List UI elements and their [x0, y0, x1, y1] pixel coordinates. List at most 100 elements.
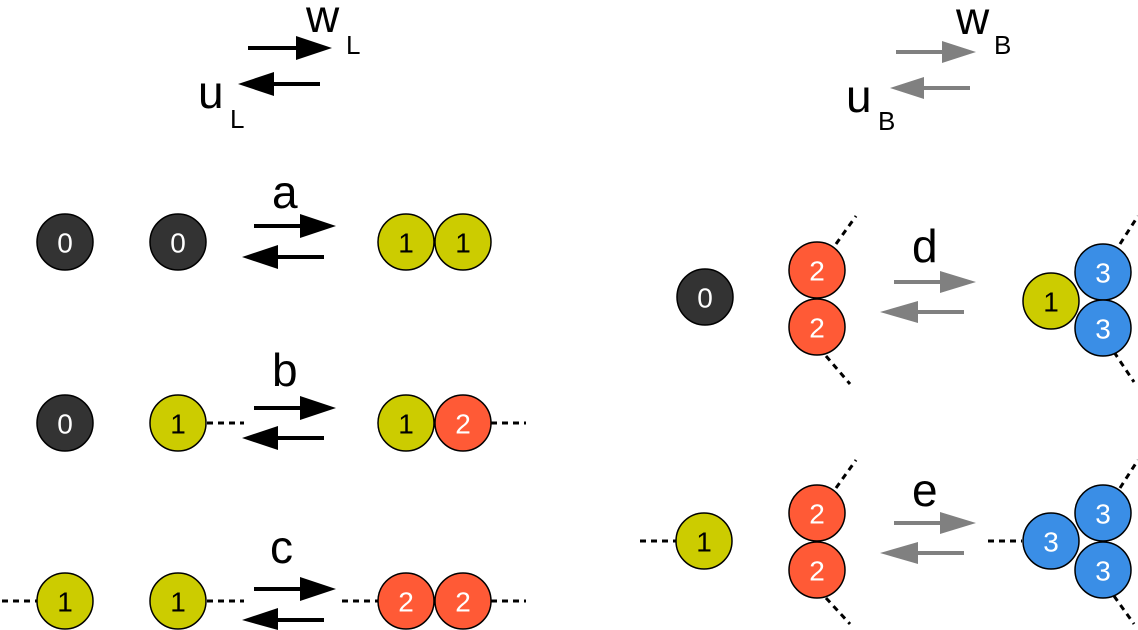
state-circle	[676, 268, 734, 326]
state-circle	[149, 213, 207, 271]
bond-dashed	[834, 215, 858, 245]
state-number: 1	[455, 228, 471, 259]
state-circle	[788, 541, 846, 599]
state-circle	[36, 572, 94, 630]
state-number: 1	[398, 228, 414, 259]
state-number: 3	[1095, 499, 1111, 530]
backward-arrow-uB	[890, 77, 970, 99]
state-node: 1	[377, 394, 435, 452]
state-circle	[1022, 512, 1080, 570]
state-node: 1	[149, 394, 207, 452]
forward-arrow	[894, 512, 976, 534]
state-node: 1	[675, 512, 733, 570]
bond-dashed	[1112, 595, 1136, 625]
forward-arrow-wB	[896, 41, 976, 63]
state-number: 1	[696, 527, 712, 558]
legend-right: w B u B	[846, 0, 1011, 136]
state-node: 0	[36, 394, 94, 452]
state-number: 3	[1095, 314, 1111, 345]
forward-arrow	[254, 577, 336, 601]
state-node: 2	[434, 394, 492, 452]
state-circle	[377, 572, 435, 630]
state-node: 0	[676, 268, 734, 326]
state-number: 2	[809, 556, 825, 587]
state-node: 2	[377, 572, 435, 630]
state-node: 3	[1074, 299, 1132, 357]
state-circle	[434, 213, 492, 271]
state-node: 1	[36, 572, 94, 630]
state-node: 2	[788, 484, 846, 542]
state-node: 3	[1074, 243, 1132, 301]
state-circle	[1074, 299, 1132, 357]
state-circle	[788, 298, 846, 356]
state-number: 2	[809, 313, 825, 344]
reaction-a-label: a	[272, 166, 298, 218]
state-number: 1	[398, 409, 414, 440]
backward-arrow	[242, 245, 324, 269]
state-circle	[377, 213, 435, 271]
state-circle	[377, 394, 435, 452]
bond-dashed	[834, 459, 858, 489]
backward-arrow-uL	[238, 72, 320, 96]
reaction-c: c 1 1 2 2	[2, 521, 526, 630]
uL-label: u	[198, 66, 224, 118]
backward-arrow	[242, 608, 324, 630]
backward-arrow	[880, 542, 964, 564]
state-number: 2	[809, 499, 825, 530]
state-circle	[1022, 272, 1080, 330]
state-node: 3	[1074, 484, 1132, 542]
state-circle	[434, 394, 492, 452]
state-number: 3	[1095, 556, 1111, 587]
bond-dashed	[1118, 215, 1138, 245]
state-number: 2	[455, 587, 471, 618]
reaction-e-label: e	[912, 464, 938, 516]
state-node: 3	[1022, 512, 1080, 570]
state-circle	[149, 394, 207, 452]
state-node: 1	[434, 213, 492, 271]
state-number: 3	[1043, 527, 1059, 558]
state-number: 0	[57, 409, 73, 440]
state-number: 3	[1095, 258, 1111, 289]
state-number: 0	[170, 228, 186, 259]
wL-label: w	[305, 0, 340, 42]
bond-dashed	[824, 596, 852, 626]
state-node: 2	[788, 241, 846, 299]
forward-arrow	[894, 271, 976, 293]
state-number: 2	[398, 587, 414, 618]
state-circle	[149, 572, 207, 630]
wL-subscript: L	[346, 30, 360, 60]
wB-subscript: B	[994, 30, 1011, 60]
state-number: 0	[57, 228, 73, 259]
state-number: 2	[455, 409, 471, 440]
uL-subscript: L	[230, 104, 244, 134]
state-node: 1	[377, 213, 435, 271]
reaction-b-label: b	[272, 344, 298, 396]
state-node: 3	[1074, 541, 1132, 599]
state-node: 2	[788, 298, 846, 356]
forward-arrow	[254, 214, 336, 238]
backward-arrow	[880, 301, 964, 323]
state-number: 1	[170, 409, 186, 440]
bond-dashed	[824, 355, 852, 385]
state-node: 2	[434, 572, 492, 630]
reaction-d: d 0 2 2 1 3 3	[676, 215, 1138, 385]
reaction-d-label: d	[912, 220, 938, 272]
state-node: 0	[149, 213, 207, 271]
uB-subscript: B	[878, 106, 895, 136]
uB-label: u	[846, 70, 872, 122]
state-number: 2	[809, 256, 825, 287]
state-circle	[36, 394, 94, 452]
forward-arrow	[254, 396, 336, 420]
state-circle	[788, 241, 846, 299]
reaction-b: b 0 1 1 2	[36, 344, 526, 452]
reaction-c-label: c	[270, 521, 293, 573]
state-number: 1	[57, 587, 73, 618]
state-number: 0	[697, 283, 713, 314]
backward-arrow	[242, 426, 324, 450]
state-circle	[1074, 541, 1132, 599]
state-number: 1	[1043, 287, 1059, 318]
reaction-e: e 1 2 2 3 3 3	[640, 459, 1138, 626]
state-circle	[434, 572, 492, 630]
state-node: 0	[36, 213, 94, 271]
